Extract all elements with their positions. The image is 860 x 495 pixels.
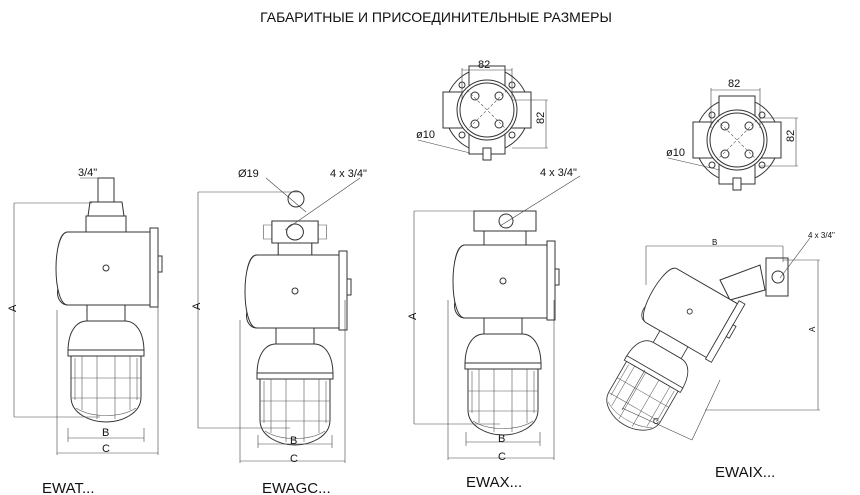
model-name: EWAIX... bbox=[715, 464, 775, 481]
thread-label: 4 x 3/4" bbox=[540, 167, 577, 179]
dim-c: C bbox=[290, 453, 298, 465]
model-ewax: 4 x 3/4" A B C EWAX... bbox=[407, 167, 581, 491]
hole-label: ø10 bbox=[666, 147, 685, 159]
dim-b: B bbox=[498, 433, 505, 445]
top-view-2: 82 82 ø10 bbox=[666, 78, 798, 191]
width-label: 82 bbox=[728, 78, 740, 90]
thread-label: 4 x 3/4" bbox=[330, 168, 367, 180]
thread-label: 4 x 3/4" bbox=[808, 231, 835, 240]
dim-c: C bbox=[498, 451, 506, 463]
model-name: EWAGC... bbox=[262, 480, 331, 495]
dim-a: A bbox=[7, 304, 19, 312]
dim-b: B bbox=[102, 427, 109, 439]
height-label: 82 bbox=[785, 130, 797, 142]
page-title: ГАБАРИТНЫЕ И ПРИСОЕДИНИТЕЛЬНЫЕ РАЗМЕРЫ bbox=[260, 9, 612, 25]
hole-label: ø10 bbox=[416, 129, 435, 141]
dim-a: A bbox=[191, 302, 203, 310]
dim-a: A bbox=[808, 326, 817, 332]
model-name: EWAT... bbox=[42, 480, 95, 495]
hole-label: Ø19 bbox=[238, 168, 259, 180]
dim-a: A bbox=[407, 312, 419, 320]
model-ewaix: B 4 x 3/4" A C EWAIX... bbox=[587, 231, 835, 481]
model-ewagc: Ø19 4 x 3/4" A B C EWAGC... bbox=[191, 168, 367, 495]
width-label: 82 bbox=[478, 59, 490, 71]
dim-b: B bbox=[712, 238, 717, 247]
height-label: 82 bbox=[535, 112, 547, 124]
dim-b: B bbox=[290, 435, 297, 447]
top-view-1: 82 82 ø10 bbox=[416, 59, 548, 161]
model-ewat: 3/4" A B C EWAT... bbox=[7, 167, 163, 495]
model-name: EWAX... bbox=[466, 474, 522, 491]
thread-label: 3/4" bbox=[78, 167, 97, 179]
dim-c: C bbox=[102, 443, 110, 455]
dim-c: C bbox=[653, 417, 659, 426]
